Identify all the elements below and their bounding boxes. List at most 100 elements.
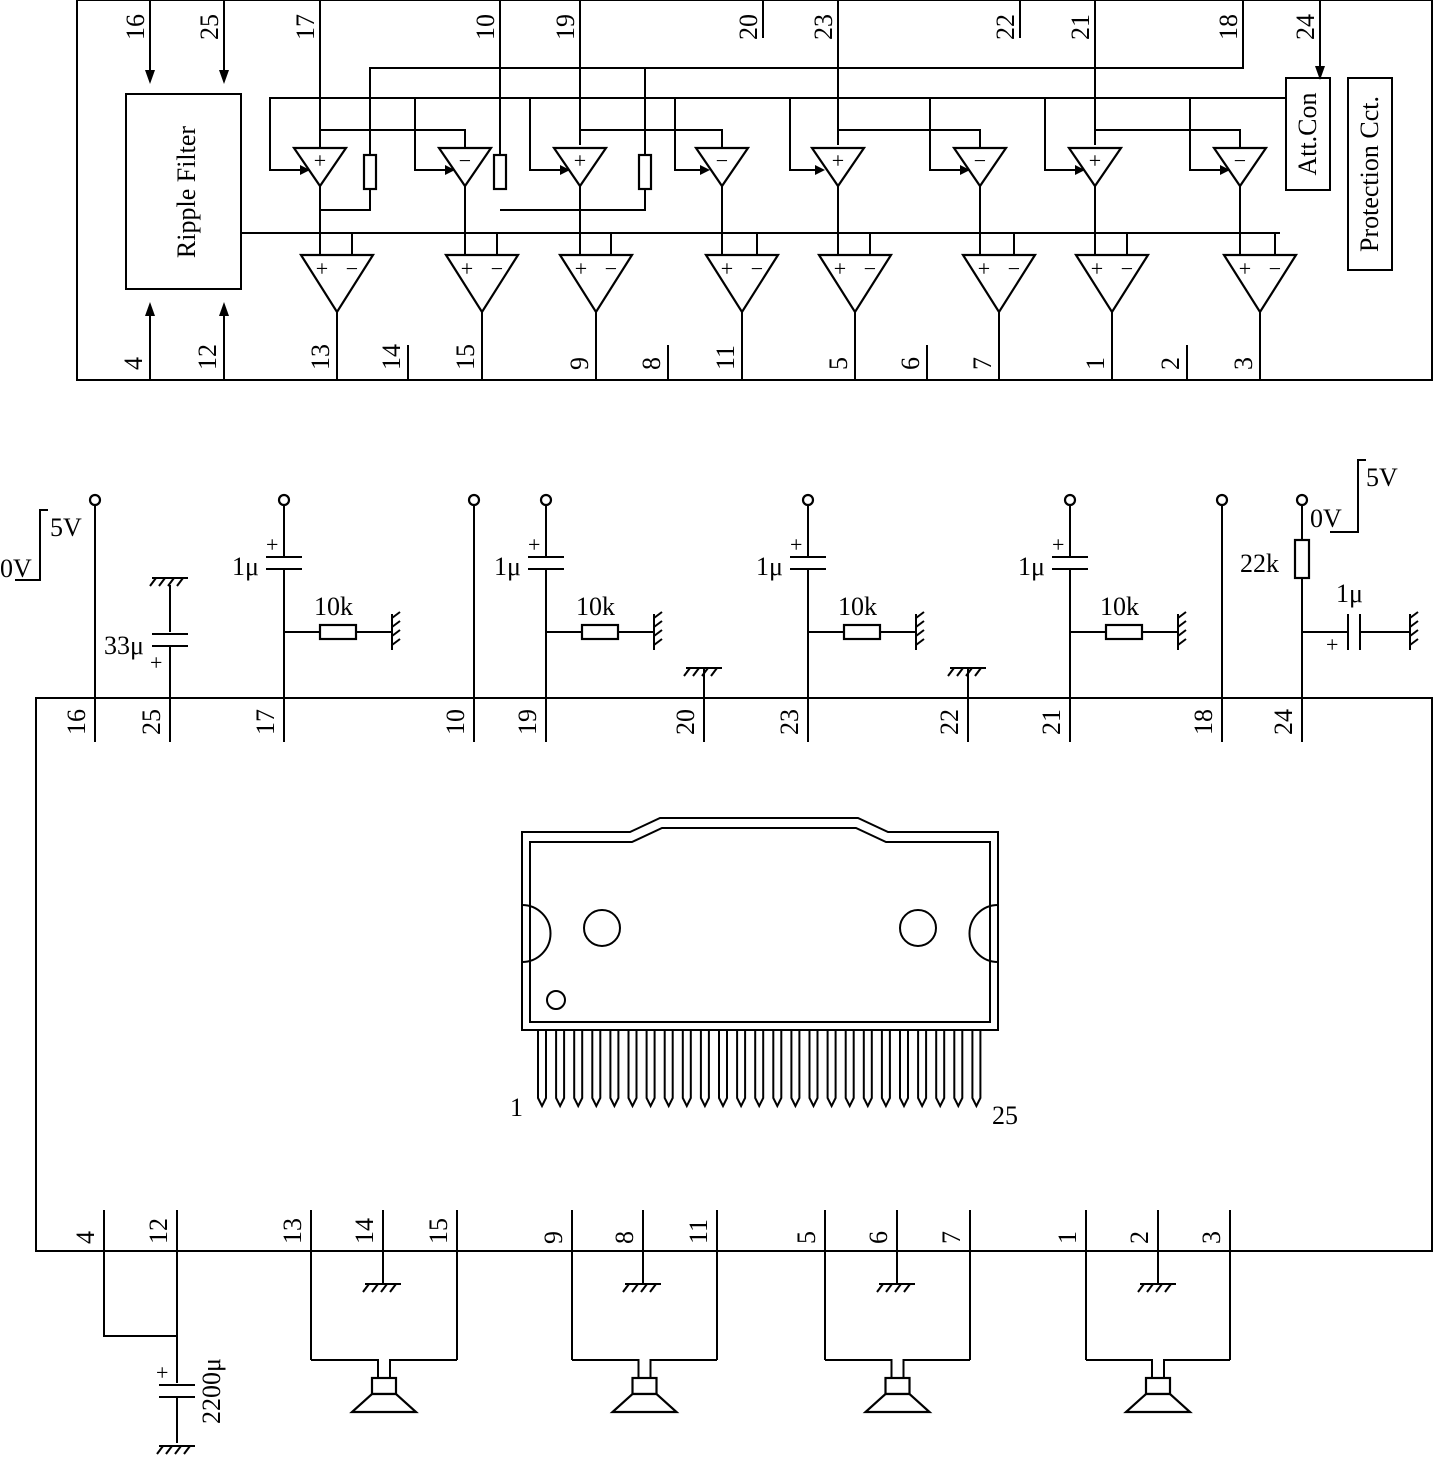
preamp-sign: + — [1089, 148, 1101, 173]
protection-label: Protection Cct. — [1355, 96, 1384, 252]
ic-outline — [35, 697, 1433, 1252]
package-lead — [844, 1030, 855, 1109]
speaker-cone — [1123, 1392, 1193, 1414]
ground-hatch — [391, 620, 401, 628]
ic-pin-label: 3 — [1197, 1231, 1226, 1244]
ic-pin-label: 13 — [278, 1218, 307, 1244]
arrow-head — [700, 165, 710, 175]
amp-minus: − — [1121, 256, 1133, 281]
ground-hatch — [903, 1283, 911, 1293]
wire — [902, 1359, 970, 1378]
supply-cap-label: 2200μ — [197, 1358, 226, 1424]
bottom-pin-label: 3 — [1229, 357, 1258, 370]
package-pin-first: 1 — [510, 1093, 523, 1122]
ground-hatch — [956, 667, 964, 677]
package-pin-last: 25 — [992, 1101, 1018, 1130]
ground-hatch — [692, 667, 700, 677]
ic-pin-label: 6 — [864, 1231, 893, 1244]
resistor — [637, 153, 653, 191]
package-lead — [591, 1030, 602, 1109]
package-notch — [968, 904, 999, 963]
amp-plus: + — [1091, 256, 1103, 281]
protection-box — [1347, 77, 1393, 271]
ic-pin-label: 10 — [441, 709, 470, 735]
ground-hatch — [885, 1283, 893, 1293]
ground-hatch — [165, 1445, 173, 1455]
input-res-label: 10k — [1100, 592, 1139, 621]
fb — [580, 129, 723, 148]
preamp-input — [929, 98, 960, 171]
bottom-pin-label: 4 — [119, 357, 148, 370]
preamp-triangle — [809, 146, 867, 188]
power-amp-triangle — [558, 253, 634, 315]
ground-hatch — [174, 1445, 182, 1455]
ground-hatch — [176, 577, 184, 587]
ground-hatch — [876, 1283, 884, 1293]
ground-hatch — [1409, 638, 1419, 646]
ground-hatch — [649, 1283, 657, 1293]
top-pin-label: 16 — [121, 14, 150, 40]
preamp-sign: + — [832, 148, 844, 173]
preamp-input — [269, 98, 300, 171]
feedback-bus-b — [500, 68, 646, 211]
fb — [320, 129, 466, 148]
ground-hatch — [683, 667, 691, 677]
fb — [1095, 129, 1241, 148]
bottom-pin-label: 1 — [1081, 357, 1110, 370]
ground-hatch — [380, 1283, 388, 1293]
ground-hatch — [1155, 1283, 1163, 1293]
preamp-triangle — [551, 146, 609, 188]
input-cap-label: 1μ — [1018, 552, 1045, 581]
arrow-head — [960, 165, 970, 175]
package-notch — [521, 904, 552, 963]
amp-plus: + — [834, 256, 846, 281]
preamp-triangle — [291, 146, 349, 188]
mute-0v-label: 0V — [0, 554, 32, 583]
package-lead — [917, 1030, 928, 1109]
att-con-box — [1285, 77, 1331, 191]
terminal — [88, 493, 102, 507]
input-res-label: 10k — [314, 592, 353, 621]
wire — [825, 1359, 893, 1378]
top-pin-label: 23 — [809, 14, 838, 40]
ground-hatch — [915, 638, 925, 646]
input-cap-label: 1μ — [232, 552, 259, 581]
package-lead — [971, 1030, 982, 1109]
cap-plus: + — [156, 1360, 168, 1385]
amp-minus: − — [864, 256, 876, 281]
resistor — [580, 623, 620, 641]
ic-pin-label: 25 — [137, 709, 166, 735]
arrow-head — [219, 70, 229, 84]
resistor — [492, 153, 508, 191]
ground-hatch — [1177, 629, 1187, 637]
wire — [311, 1359, 379, 1378]
amp-plus: + — [1239, 256, 1251, 281]
feedback-bus-a — [369, 20, 1244, 155]
mute-5v-label: 5V — [50, 513, 82, 542]
wire — [389, 1359, 457, 1378]
ic-pin-label: 19 — [513, 709, 542, 735]
arrow-head — [219, 302, 229, 316]
speaker-cone — [862, 1392, 933, 1414]
package-lead — [645, 1030, 656, 1109]
ripple-filter-box — [125, 93, 242, 290]
speaker-magnet — [370, 1376, 398, 1396]
amp-minus: − — [605, 256, 617, 281]
bottom-pin-label: 11 — [711, 345, 740, 370]
package-lead — [808, 1030, 819, 1109]
ic-pin-label: 15 — [424, 1218, 453, 1244]
cap-plus: + — [266, 532, 278, 557]
ground-hatch — [894, 1283, 902, 1293]
preamp-sign: + — [314, 148, 326, 173]
ground-hatch — [653, 638, 663, 646]
mute-waveform — [15, 509, 48, 581]
resistor — [318, 623, 358, 641]
wire — [572, 1359, 640, 1378]
ground-hatch — [1177, 611, 1187, 619]
bottom-pin-label: 8 — [637, 357, 666, 370]
top-pin-label: 17 — [291, 14, 320, 40]
att-0v-label: 0V — [1310, 504, 1342, 533]
ic-pin-label: 22 — [935, 709, 964, 735]
cap-plus: + — [528, 532, 540, 557]
